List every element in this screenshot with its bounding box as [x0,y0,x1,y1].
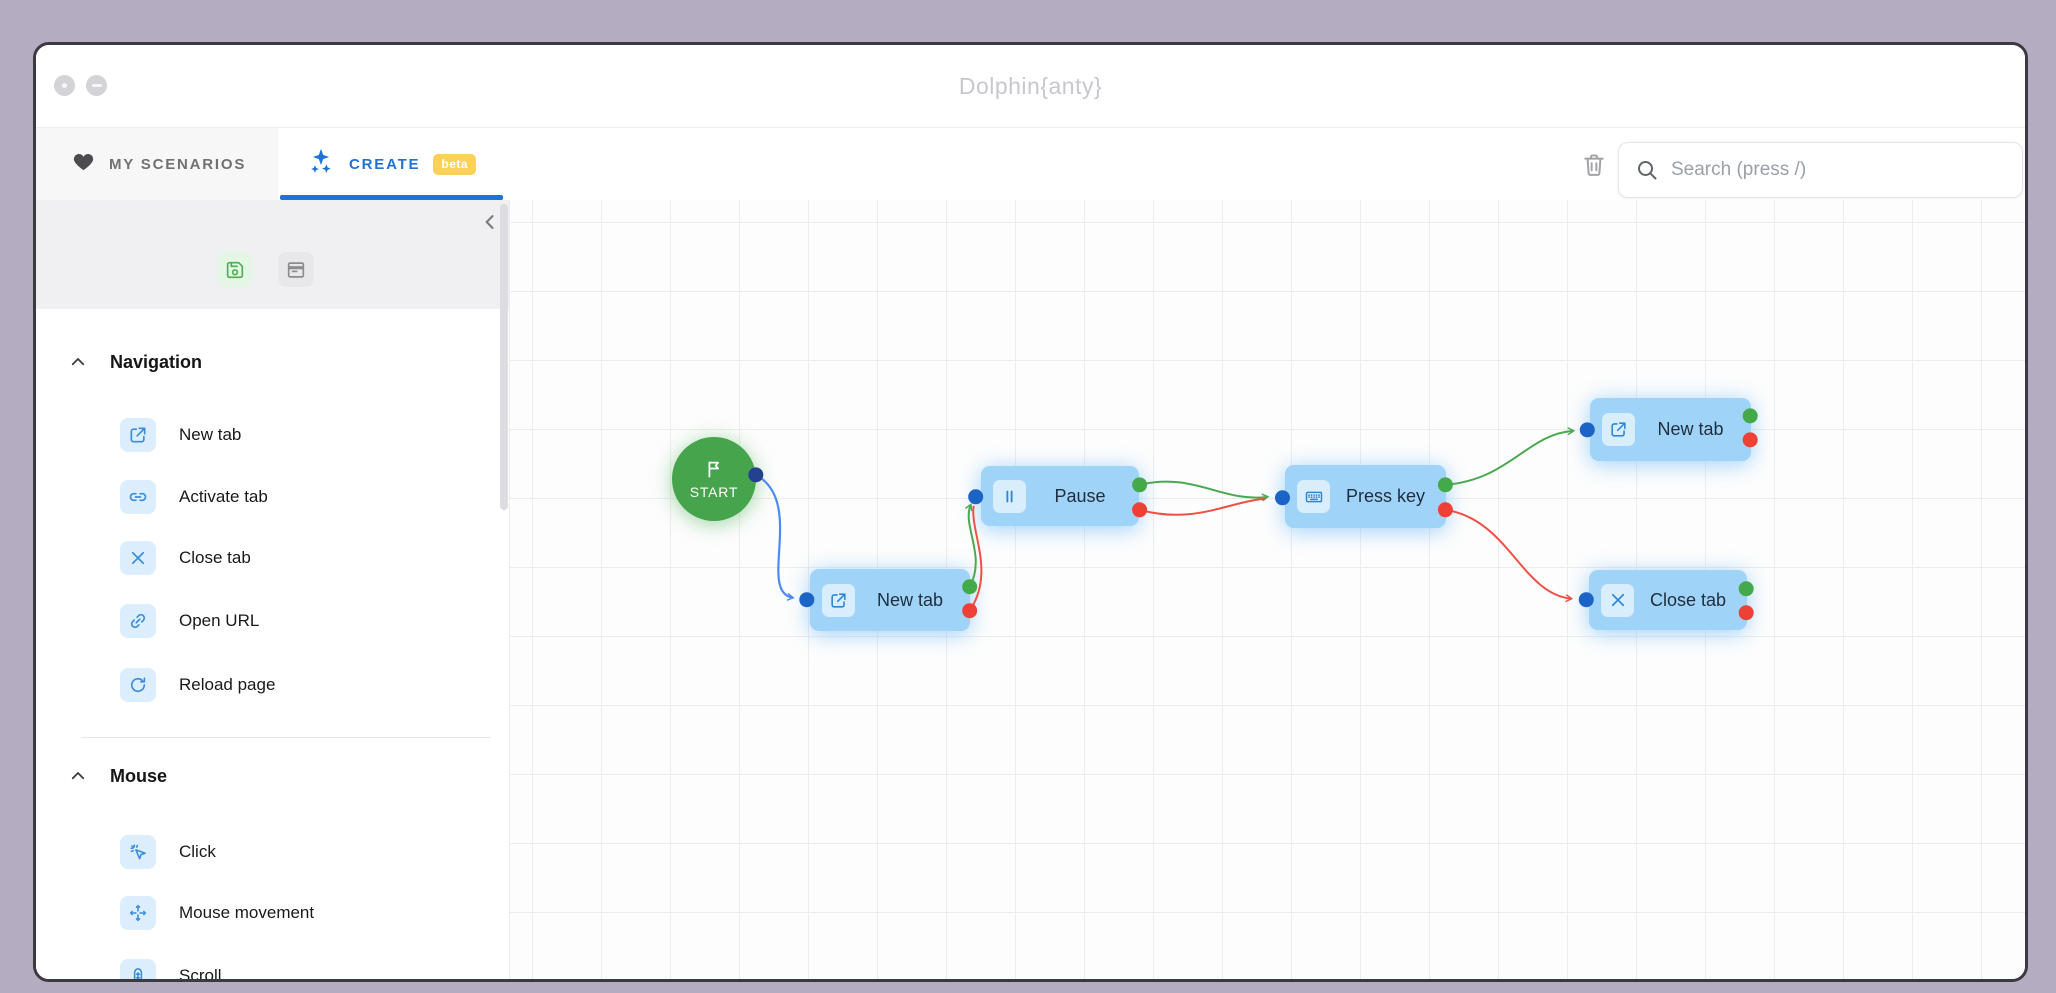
node-close-tab[interactable]: Close tab [1589,570,1747,630]
reload-page-icon [120,668,156,702]
pause-icon [993,479,1026,513]
node-start[interactable]: START [672,437,756,521]
node-new-tab-2[interactable]: New tab [1590,398,1751,461]
app-window: Dolphin{anty} MY SCENARIOS CREATE [33,42,2028,982]
heart-icon [71,149,96,179]
sidebar-item-close-tab[interactable]: Close tab [120,541,500,575]
chevron-up-icon [71,772,85,780]
browser-list-icon [287,261,305,278]
sidebar-item-open-url[interactable]: Open URL [120,604,500,638]
actions-sidebar: Navigation New tab Activate tab [36,200,509,979]
window-minimize-button[interactable] [86,75,107,96]
node-press-key[interactable]: Press key [1285,465,1446,528]
edge-pause-presskey-success[interactable] [1139,480,1270,502]
sidebar-item-label: Open URL [179,611,260,630]
new-tab-icon [120,418,156,452]
new-tab-icon [822,583,855,617]
activate-tab-icon [120,480,156,514]
node-label: START [689,484,739,500]
keyboard-icon [1297,480,1330,513]
sidebar-item-new-tab[interactable]: New tab [120,418,500,452]
save-scenario-button[interactable] [217,252,253,287]
sidebar-item-scroll[interactable]: Scroll [120,959,500,982]
sidebar-item-label: Close tab [179,548,251,567]
sidebar-item-click[interactable]: Click [120,835,500,869]
close-icon [62,83,67,88]
search-input[interactable] [1671,159,2006,181]
window-close-button[interactable] [54,75,75,96]
titlebar: Dolphin{anty} [36,45,2025,128]
sidebar-item-label: Activate tab [179,487,268,506]
click-icon [120,835,156,869]
scenario-canvas[interactable]: START New tab Pause [509,200,2025,979]
minimize-icon [91,84,102,87]
open-url-icon [120,604,156,638]
beta-badge: beta [433,153,477,175]
sidebar-scrollbar[interactable] [500,204,508,510]
tab-my-scenarios-label: MY SCENARIOS [109,155,247,173]
edge-presskey-newtab2-success[interactable] [1445,427,1576,486]
chevron-up-icon [71,358,85,366]
sidebar-item-label: New tab [179,425,242,444]
edge-newtab1-pause-success[interactable] [965,503,977,588]
search-icon [1638,161,1657,180]
section-title: Mouse [110,765,168,786]
delete-button[interactable] [1577,146,1611,184]
edges-layer [748,408,1758,621]
tab-create-label: CREATE [349,155,421,173]
keyboard-glyph [1305,491,1322,502]
tab-create[interactable]: CREATE beta [302,128,536,200]
scenario-log-button[interactable] [278,252,314,287]
sidebar-item-label: Mouse movement [179,903,315,922]
node-label: Press key [1345,486,1426,506]
new-tab-icon [1602,413,1635,446]
node-label: Pause [1054,485,1106,506]
edge-pause-presskey-fail[interactable] [1139,497,1266,516]
active-tab-indicator [280,195,503,200]
tab-bar: MY SCENARIOS CREATE beta [36,128,2025,200]
flag-icon [708,461,719,478]
section-header-navigation[interactable]: Navigation [36,348,496,376]
sidebar-item-label: Scroll [179,966,222,982]
section-divider [81,737,491,738]
node-new-tab-1[interactable]: New tab [810,569,970,631]
close-tab-icon [1601,583,1634,617]
trash-icon [1584,154,1604,176]
tab-my-scenarios[interactable]: MY SCENARIOS [36,128,278,200]
sidebar-item-label: Click [179,842,216,861]
sidebar-item-activate-tab[interactable]: Activate tab [120,480,500,514]
collapse-sidebar-button[interactable] [477,208,503,236]
section-title: Navigation [110,351,203,372]
sidebar-item-reload-page[interactable]: Reload page [120,668,500,702]
node-label: Close tab [1649,589,1727,610]
sidebar-item-mouse-movement[interactable]: Mouse movement [120,896,500,930]
sparkles-icon [306,147,336,182]
search-box [1618,142,2023,198]
main-content: Navigation New tab Activate tab [36,200,2025,979]
node-label: New tab [1657,419,1724,439]
section-header-mouse[interactable]: Mouse [36,762,496,790]
window-title: Dolphin{anty} [958,73,1103,99]
sidebar-toolbar [36,200,509,309]
close-tab-icon [120,541,156,575]
edge-start-newtab1[interactable] [755,473,795,601]
save-icon [226,261,244,278]
node-label: New tab [876,589,944,610]
sidebar-item-label: Reload page [179,675,276,694]
edge-newtab1-pause-fail[interactable] [968,505,983,612]
scroll-icon [120,959,156,979]
chevron-left-icon [485,215,494,229]
mouse-movement-icon [120,896,156,930]
edge-presskey-closetab-fail[interactable] [1445,508,1574,603]
node-pause[interactable]: Pause [981,466,1139,526]
